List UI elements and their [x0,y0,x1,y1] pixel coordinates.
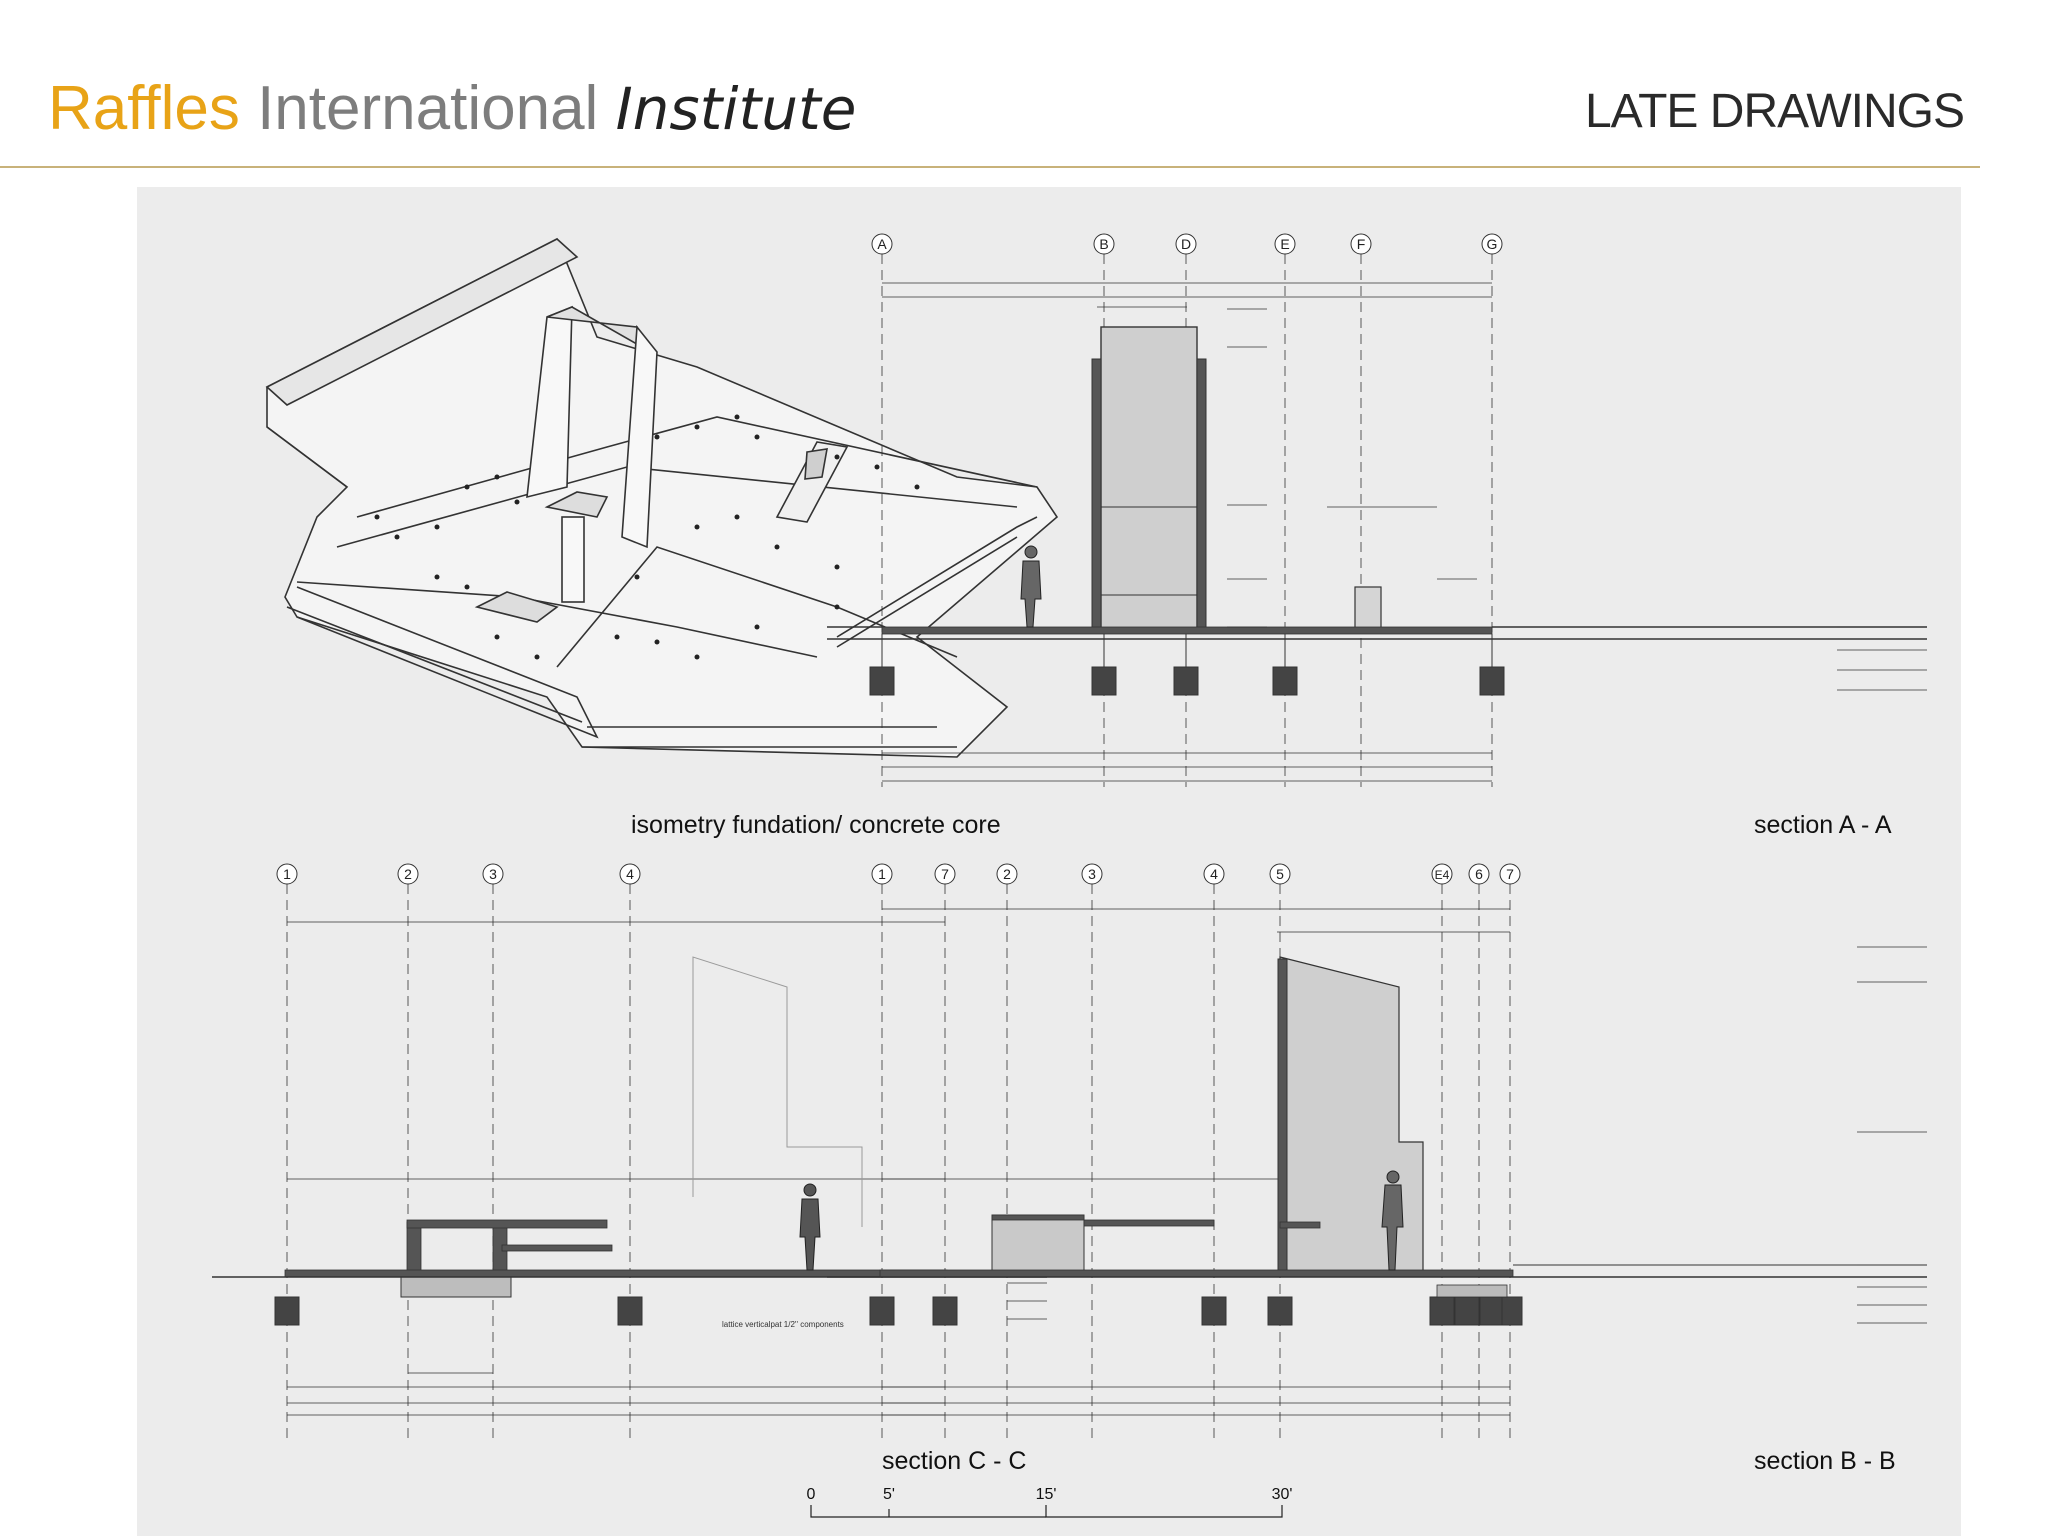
brand-international: International [257,74,599,143]
grid-label: 7 [941,866,949,882]
grid-label: D [1181,236,1191,252]
grid-label: 2 [1003,866,1011,882]
isometry-drawing [265,237,1059,758]
grid-label: 1 [283,866,291,882]
scale-label: 5' [883,1486,895,1503]
slide-header: Raffles International Institute LATE DRA… [0,0,2048,170]
scale-label: 30' [1272,1486,1293,1503]
grid-label: 6 [1475,866,1483,882]
header-divider [0,166,1980,168]
grid-label: F [1357,236,1366,252]
grid-label: 1 [878,866,886,882]
section-aa-grid-labels: A B D E F G [877,236,1497,252]
page-title: LATE DRAWINGS [1584,85,1965,138]
grid-label: 3 [1088,866,1096,882]
section-aa-label: section A - A [1754,811,1892,839]
scale-label: 0 [807,1486,816,1503]
section-aa-drawing [827,233,1927,787]
drawing-canvas: isometry fundation/ concrete core [212,233,1927,1518]
drawing-sheet: isometry fundation/ concrete core [137,187,1961,1536]
grid-label: E4 [1435,868,1450,882]
brand-raffles: Raffles [48,74,240,143]
section-bb-label: section B - B [1754,1447,1896,1475]
section-bb-grid-labels: 1 2 3 4 5 E4 6 7 [878,866,1514,882]
grid-label: A [877,236,887,252]
section-cc-grid-labels: 1 2 3 4 7 [283,866,949,882]
grid-label: 2 [404,866,412,882]
brand-logo: Raffles International Institute [48,78,856,140]
grid-label: G [1487,236,1498,252]
isometry-label: isometry fundation/ concrete core [631,811,1001,839]
grid-label: B [1099,236,1108,252]
grid-label: E [1280,236,1289,252]
section-cc-note: lattice verticalpat 1/2'' components [722,1320,844,1329]
grid-label: 4 [1210,866,1218,882]
grid-label: 7 [1506,866,1514,882]
brand-institute: Institute [615,75,857,143]
section-bb-drawing [827,863,1927,1442]
grid-label: 4 [626,866,634,882]
grid-label: 5 [1276,866,1284,882]
scale-label: 15' [1036,1486,1057,1503]
section-cc-label: section C - C [882,1447,1026,1475]
section-cc-drawing [212,863,1047,1442]
grid-label: 3 [489,866,497,882]
scale-bar [810,1505,1283,1518]
